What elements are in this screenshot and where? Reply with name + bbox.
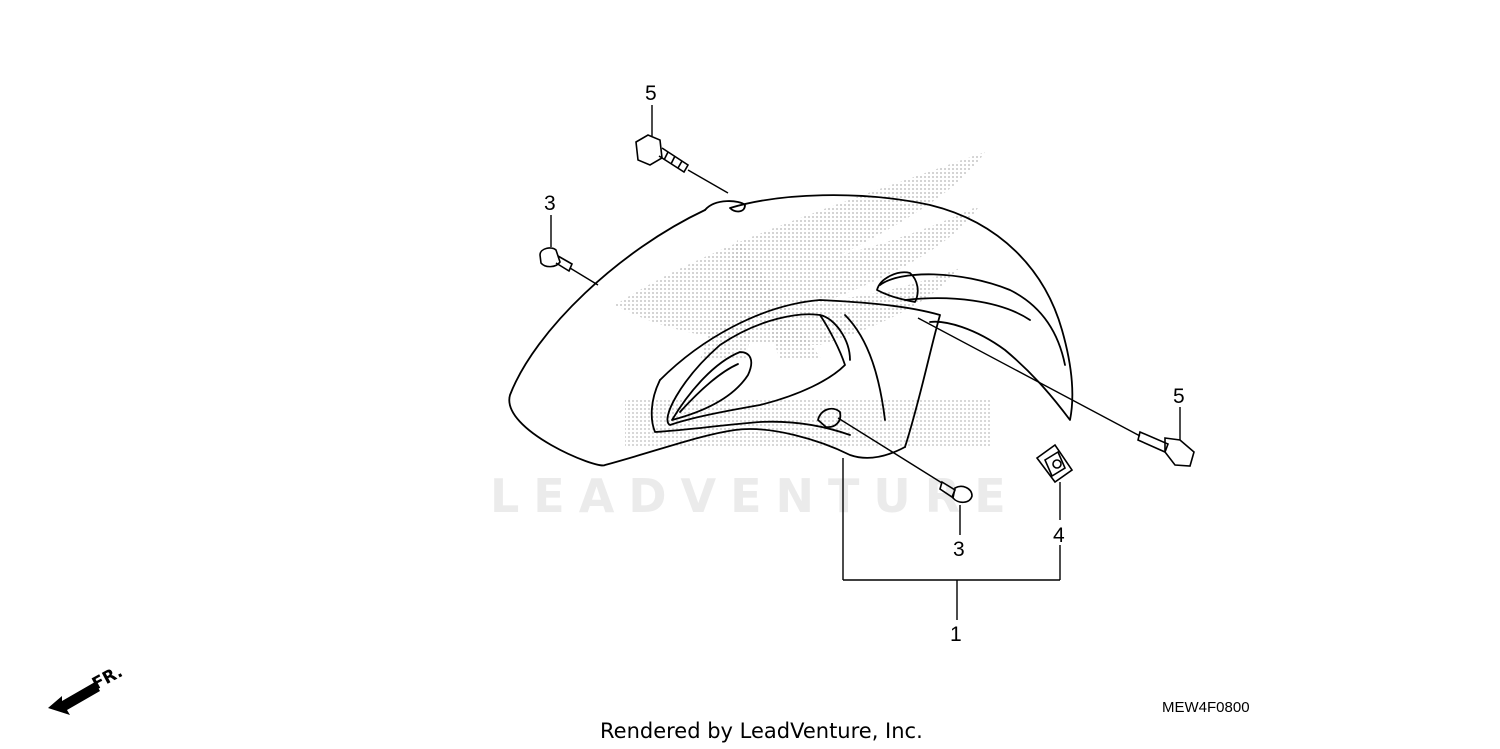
callout-fender-assembly: 1 [950, 623, 962, 646]
callout-screw-left: 3 [544, 192, 556, 215]
clip-nut [1035, 443, 1074, 484]
bolt-top [635, 134, 690, 174]
callout-clip-nut: 4 [1053, 524, 1065, 547]
front-fender [508, 194, 1074, 467]
screw-left [539, 247, 574, 273]
watermark-text: LEADVENTURE [490, 469, 1020, 523]
bolt-right [1137, 430, 1195, 467]
front-direction-arrow: FR. [48, 662, 126, 715]
leader-lines [550, 105, 1181, 620]
callout-screw-center: 3 [953, 538, 965, 561]
footer-credit: Rendered by LeadVenture, Inc. [600, 719, 923, 743]
callout-bolt-right: 5 [1173, 385, 1185, 408]
screw-center [939, 480, 973, 504]
callout-bolt-top: 5 [645, 82, 657, 105]
diagram-code: MEW4F0800 [1162, 699, 1250, 716]
